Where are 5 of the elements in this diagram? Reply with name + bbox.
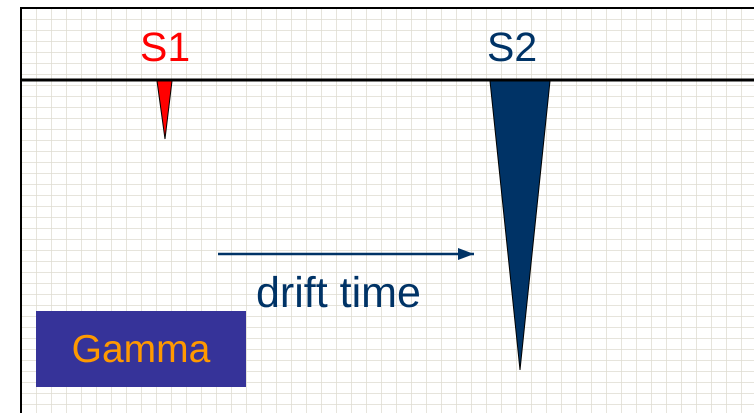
category-label: Gamma: [72, 330, 210, 368]
signal-label: S2: [487, 27, 538, 68]
axis-label: drift time: [256, 272, 421, 315]
signal-label: S1: [140, 27, 190, 68]
category-box: [36, 311, 246, 387]
